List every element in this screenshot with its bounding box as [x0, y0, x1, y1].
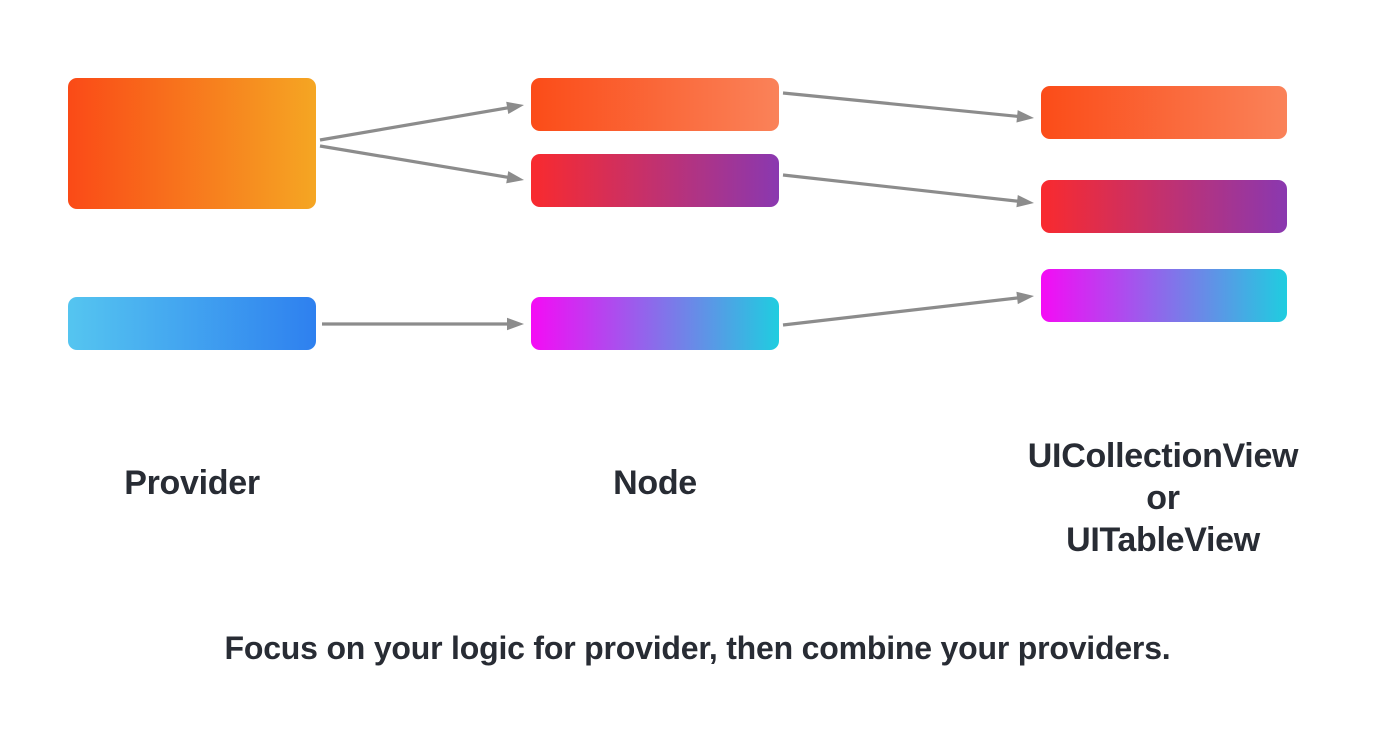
node-box-view-red-purple	[1041, 180, 1287, 233]
node-box-provider-blue	[68, 297, 316, 350]
column-label-view: UICollectionView or UITableView	[1027, 437, 1299, 559]
arrow-node-orange-to-view-orange	[782, 91, 1034, 123]
arrow-provider-blue-to-node-magenta-cyan	[322, 317, 524, 331]
arrow-provider-orange-to-node-orange	[319, 101, 524, 142]
column-label-provider: Provider	[124, 464, 260, 502]
arrow-node-magenta-cyan-to-view-magenta	[782, 291, 1034, 327]
node-box-node-orange	[531, 78, 779, 131]
diagram-caption: Focus on your logic for provider, then c…	[224, 630, 1171, 666]
node-box-node-red-purple	[531, 154, 779, 207]
arrow-provider-orange-to-node-red-purple	[319, 144, 524, 184]
arrow-node-red-purple-to-view-red-purple	[782, 173, 1034, 208]
node-box-view-magenta-cyan	[1041, 269, 1287, 322]
node-box-node-magenta-cyan	[531, 297, 779, 350]
column-label-node: Node	[613, 464, 697, 502]
node-box-provider-orange	[68, 78, 316, 209]
node-box-view-orange	[1041, 86, 1287, 139]
